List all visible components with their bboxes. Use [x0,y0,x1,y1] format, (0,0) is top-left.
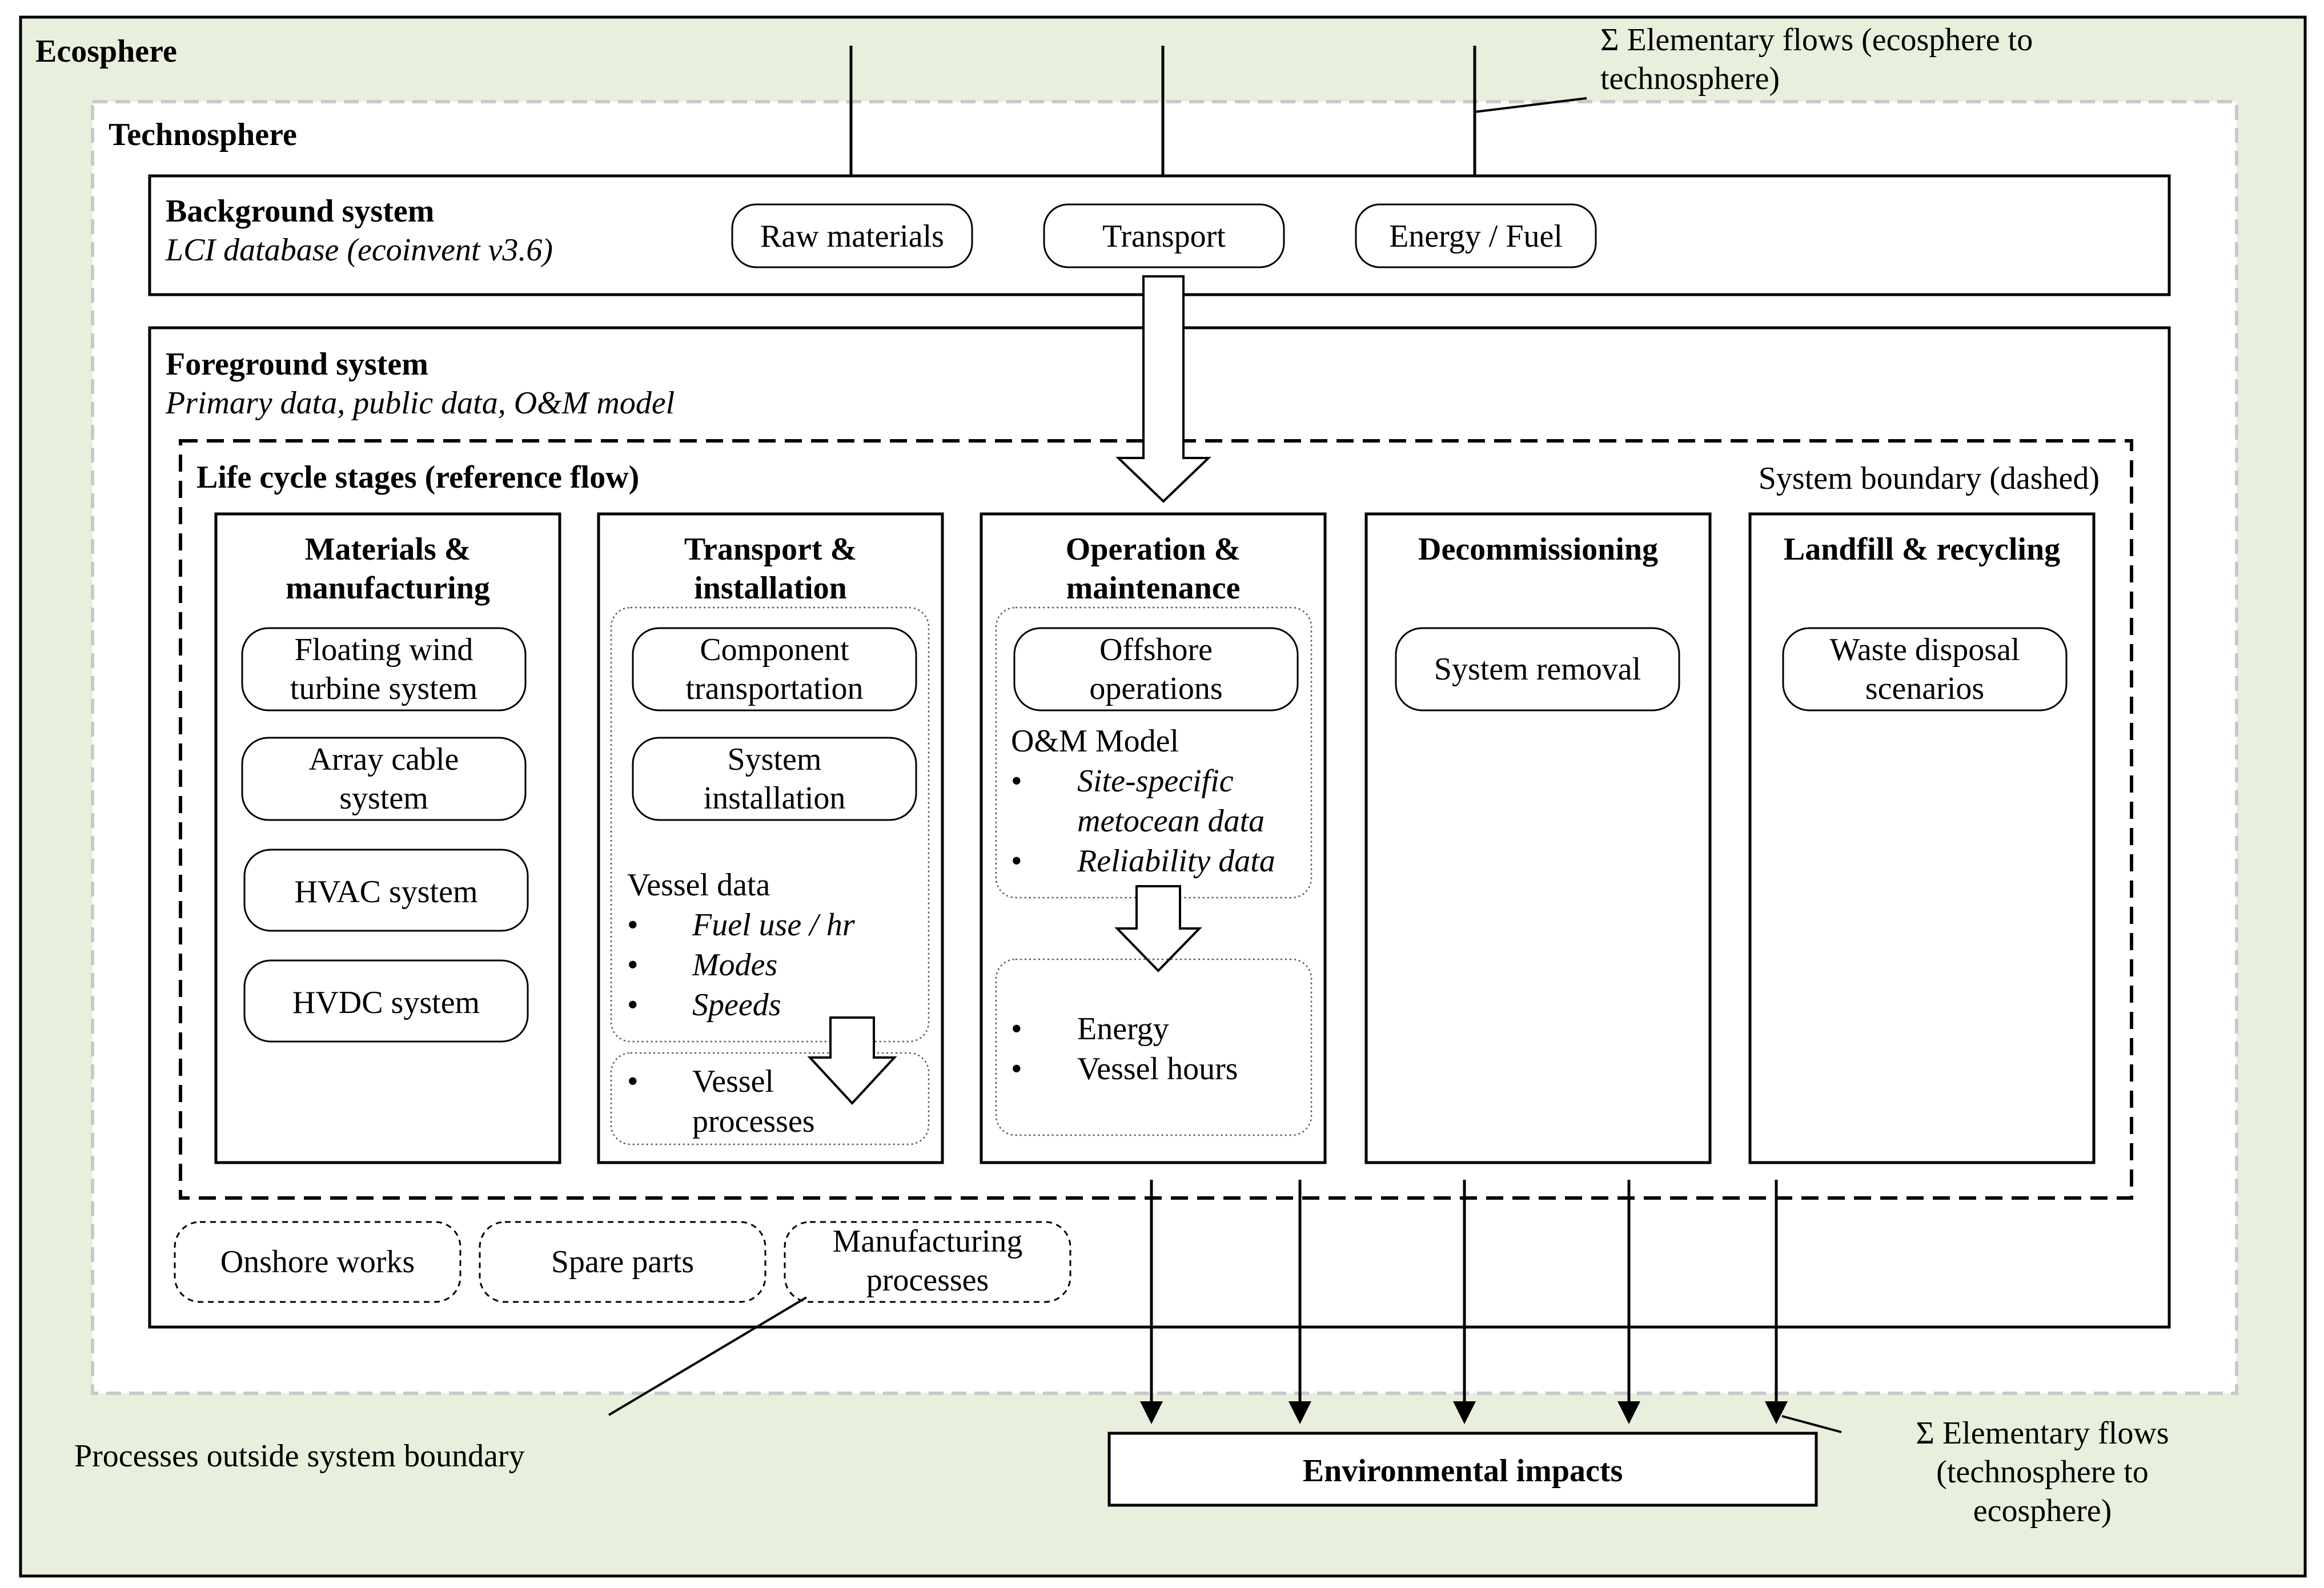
stage-transport-title: Transport & [684,532,857,567]
waste-disposal-label-2: scenarios [1865,671,1984,706]
transport-dotted-group [610,606,930,1043]
system-installation-label-2: installation [704,781,846,816]
output-arrows [1140,1180,1788,1424]
floating-wind-box [241,627,527,711]
stage-transport-box [597,512,944,1164]
foreground-system-title: Foreground system [166,347,428,382]
stage-landfill-title: Landfill & recycling [1784,532,2060,567]
transport-box [1043,203,1285,268]
stage-materials-title-2: manufacturing [286,570,490,606]
array-cable-label: Array cable [309,742,459,777]
vessel-bullet-1: • [627,907,639,943]
om-output-energy: Energy [1077,1011,1169,1047]
onshore-works-label: Onshore works [220,1244,415,1280]
vessel-item-speeds: Speeds [692,987,781,1023]
stage-decommissioning-title: Decommissioning [1418,532,1658,567]
om-bullet-2: • [1011,843,1022,879]
elementary-in-pointer [1474,97,1587,113]
array-cable-box [241,737,527,821]
vessel-processes-label: Vessel [692,1064,774,1099]
elementary-flows-in-label-2: technosphere) [1600,61,1780,97]
elementary-flows-out-label: Σ Elementary flows [1916,1416,2169,1451]
stage-materials-title: Materials & [305,532,471,567]
hvdc-label: HVDC system [292,985,480,1020]
floating-wind-label-2: turbine system [290,671,477,706]
om-outputs-group [995,958,1312,1136]
om-item-metocean: Site-specific [1077,763,1234,799]
hvdc-box [243,959,529,1043]
energy-fuel-box [1355,203,1597,268]
background-system-title: Background system [166,194,434,229]
vessel-bullet-2: • [627,947,639,983]
background-system-subtitle: LCI database (ecoinvent v3.6) [165,232,553,268]
environmental-impacts-label: Environmental impacts [1303,1453,1623,1489]
outside-boundary-pointer [608,1296,808,1416]
system-removal-label: System removal [1434,652,1641,687]
technosphere-title: Technosphere [109,117,297,152]
vessel-item-fuel: Fuel use / hr [692,907,855,943]
manufacturing-processes-label: Manufacturing [833,1224,1023,1259]
vessel-processes-bullet: • [627,1064,639,1099]
outside-boundary-note: Processes outside system boundary [74,1438,525,1474]
offshore-operations-box [1013,627,1299,711]
ecosphere-title: Ecosphere [35,34,177,69]
waste-disposal-label: Waste disposal [1830,632,2020,668]
stage-operation-title: Operation & [1066,532,1241,567]
vessel-data-arrow [807,1016,897,1105]
floating-wind-label: Floating wind [295,632,473,668]
hvac-label: HVAC system [294,874,477,910]
system-installation-box [632,737,917,821]
vessel-processes-label-2: processes [692,1104,815,1139]
offshore-operations-label-2: operations [1089,671,1222,706]
manufacturing-processes-box [784,1221,1071,1303]
stage-operation-title-2: maintenance [1066,570,1241,606]
om-output-vessel-hours: Vessel hours [1077,1051,1238,1087]
vessel-bullet-3: • [627,987,639,1023]
elementary-flows-out-label-3: ecosphere) [1973,1493,2112,1529]
system-boundary-label: System boundary (dashed) [1759,461,2100,496]
vessel-data-heading: Vessel data [627,867,770,903]
om-output-bullet-2: • [1011,1051,1022,1087]
vessel-processes-group [610,1052,930,1145]
component-transportation-label-2: transportation [685,671,863,706]
stage-landfill-box [1748,512,2096,1164]
onshore-works-box [174,1221,461,1303]
om-model-arrow [1114,885,1202,972]
environmental-impacts-box [1107,1432,1818,1507]
om-model-heading: O&M Model [1011,723,1179,759]
waste-disposal-box [1782,627,2068,711]
stage-operation-box [980,512,1327,1164]
component-transportation-box [632,627,917,711]
energy-fuel-label: Energy / Fuel [1389,219,1563,254]
om-output-bullet-1: • [1011,1011,1022,1047]
spare-parts-label: Spare parts [551,1244,694,1280]
elementary-flows-out-label-2: (technosphere to [1936,1454,2149,1490]
component-transportation-label: Component [700,632,849,668]
elementary-out-pointer [1781,1415,1842,1433]
system-removal-box [1395,627,1680,711]
background-to-foreground-arrow [1115,275,1211,503]
system-installation-label: System [728,742,822,777]
lifecycle-title: Life cycle stages (reference flow) [196,460,639,495]
raw-materials-box [731,203,973,268]
spare-parts-box [479,1221,766,1303]
vessel-item-modes: Modes [692,947,777,983]
foreground-system-subtitle: Primary data, public data, O&M model [165,385,675,421]
hvac-box [243,849,529,932]
om-item-metocean-2: metocean data [1077,803,1265,839]
manufacturing-processes-label-2: processes [866,1263,989,1298]
om-item-reliability: Reliability data [1077,843,1275,879]
offshore-operations-label: Offshore [1099,632,1213,668]
elementary-flows-in-label: Σ Elementary flows (ecosphere to [1600,22,2033,58]
stage-transport-title-2: installation [694,570,847,606]
stage-materials-box [214,512,561,1164]
om-bullet-1: • [1011,763,1022,799]
stage-decommissioning-box [1364,512,1712,1164]
raw-materials-label: Raw materials [760,219,944,254]
array-cable-label-2: system [339,781,428,816]
transport-label: Transport [1102,219,1226,254]
